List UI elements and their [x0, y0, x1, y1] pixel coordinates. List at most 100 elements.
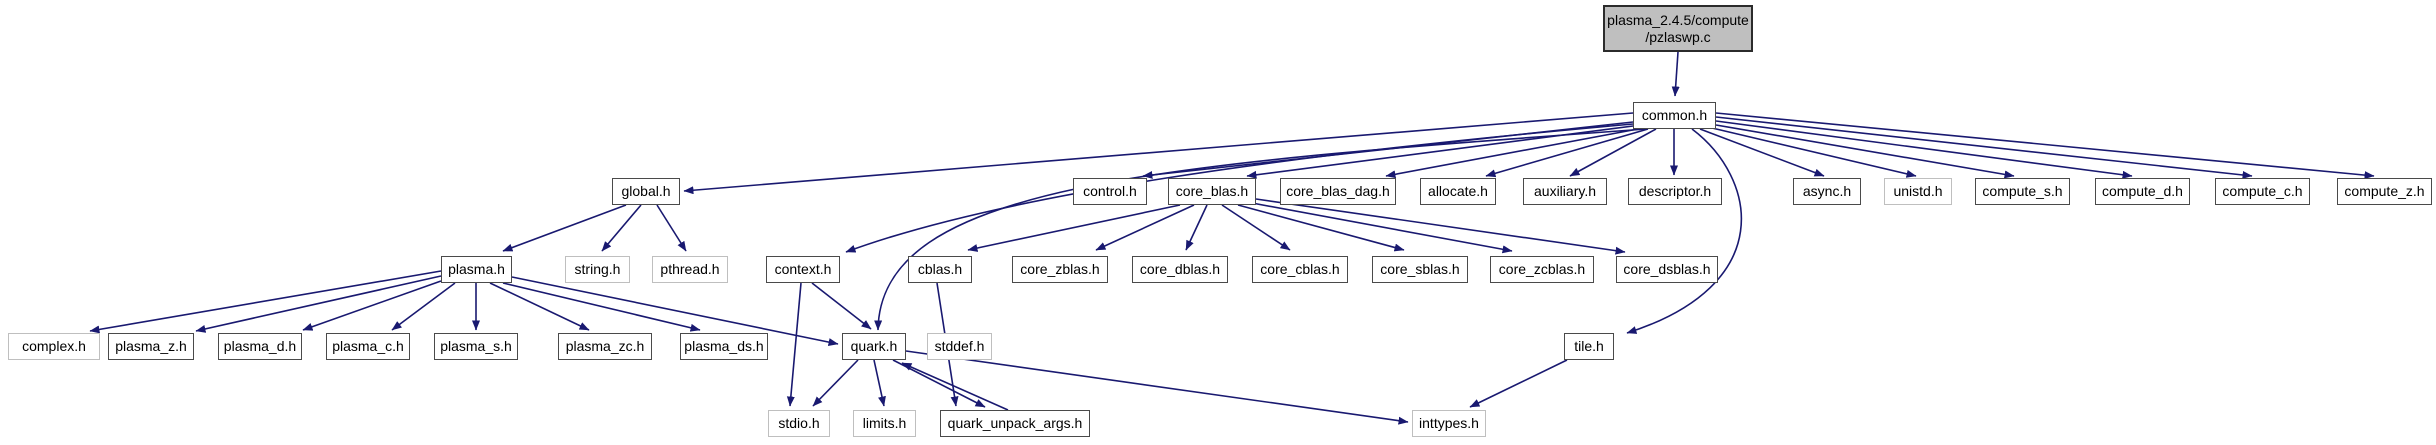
node-plasma_ds[interactable]: plasma_ds.h [680, 333, 768, 360]
edge-plasma-plasma_ds [502, 282, 701, 332]
node-control[interactable]: control.h [1073, 178, 1147, 205]
node-core_blas_dag[interactable]: core_blas_dag.h [1280, 178, 1396, 205]
node-descriptor[interactable]: descriptor.h [1628, 178, 1722, 205]
node-label: context.h [774, 261, 832, 277]
edge-core_blas-core_sblas [1237, 204, 1405, 252]
node-quark[interactable]: quark.h [842, 333, 906, 360]
node-cblas[interactable]: cblas.h [908, 256, 972, 283]
node-label: quark_unpack_args.h [947, 415, 1083, 431]
node-label: pthread.h [660, 261, 720, 277]
node-label: compute_s.h [1982, 183, 2063, 199]
node-limits[interactable]: limits.h [853, 410, 916, 437]
node-label: compute_c.h [2222, 183, 2303, 199]
node-quark_unpack_args[interactable]: quark_unpack_args.h [940, 410, 1090, 437]
edge-quark_unpack_args-quark [901, 362, 1009, 411]
edge-context-stdio [786, 282, 802, 407]
node-string[interactable]: string.h [565, 256, 630, 283]
node-inttypes[interactable]: inttypes.h [1412, 410, 1486, 437]
node-compute_c[interactable]: compute_c.h [2215, 178, 2310, 205]
node-core_dblas[interactable]: core_dblas.h [1132, 256, 1228, 283]
node-plasma_s[interactable]: plasma_s.h [434, 333, 518, 360]
node-label: complex.h [22, 338, 86, 354]
edge-common-core_blas [1246, 125, 1634, 179]
node-label: plasma_c.h [332, 338, 404, 354]
node-label: core_zblas.h [1020, 261, 1100, 277]
node-label: quark.h [850, 338, 898, 354]
edge-common-unistd [1711, 127, 1917, 178]
node-core_blas[interactable]: core_blas.h [1168, 178, 1256, 205]
node-core_dsblas[interactable]: core_dsblas.h [1616, 256, 1718, 283]
node-compute_z[interactable]: compute_z.h [2337, 178, 2432, 205]
edge-global-pthread [656, 204, 687, 252]
node-async[interactable]: async.h [1793, 178, 1861, 205]
node-core_zblas[interactable]: core_zblas.h [1012, 256, 1108, 283]
node-plasma_c[interactable]: plasma_c.h [326, 333, 410, 360]
node-core_cblas[interactable]: core_cblas.h [1252, 256, 1348, 283]
node-main: plasma_2.4.5/compute/pzlaswp.c [1603, 5, 1753, 52]
node-pthread[interactable]: pthread.h [652, 256, 728, 283]
edge-main-common [1671, 51, 1680, 97]
node-core_sblas[interactable]: core_sblas.h [1372, 256, 1468, 283]
edge-common-compute_c [1715, 116, 2253, 179]
edge-tile-inttypes [1469, 359, 1568, 408]
node-label: stddef.h [934, 338, 985, 354]
node-label: core_sblas.h [1380, 261, 1460, 277]
node-label: /pzlaswp.c [1645, 28, 1711, 45]
node-global[interactable]: global.h [612, 178, 680, 205]
node-label: core_cblas.h [1260, 261, 1340, 277]
edge-plasma-plasma_z [195, 275, 442, 333]
edge-common-allocate [1485, 128, 1649, 178]
node-label: plasma_zc.h [565, 338, 645, 354]
edge-quark-limits [873, 359, 886, 407]
node-label: plasma_z.h [115, 338, 187, 354]
edge-quark-quark_unpack_args [892, 359, 986, 408]
node-allocate[interactable]: allocate.h [1420, 178, 1496, 205]
node-label: plasma_2.4.5/compute [1607, 11, 1749, 28]
edge-common-compute_d [1715, 120, 2133, 179]
edge-common-tile [1626, 128, 1742, 334]
node-common[interactable]: common.h [1633, 102, 1716, 129]
node-plasma[interactable]: plasma.h [441, 256, 512, 283]
node-compute_s[interactable]: compute_s.h [1975, 178, 2070, 205]
edge-context-quark [811, 282, 872, 330]
node-label: limits.h [862, 415, 907, 431]
node-tile[interactable]: tile.h [1564, 333, 1614, 360]
edge-global-plasma [502, 204, 627, 252]
node-label: plasma.h [448, 261, 505, 277]
node-label: auxiliary.h [1534, 183, 1596, 199]
node-label: cblas.h [917, 261, 963, 277]
node-core_zcblas[interactable]: core_zcblas.h [1490, 256, 1594, 283]
node-label: plasma_s.h [440, 338, 512, 354]
node-stdio[interactable]: stdio.h [768, 410, 830, 437]
node-label: plasma_ds.h [684, 338, 764, 354]
node-label: plasma_d.h [223, 338, 297, 354]
node-context[interactable]: context.h [766, 256, 840, 283]
node-label: common.h [1641, 107, 1708, 123]
edge-core_blas-core_zcblas [1251, 202, 1513, 254]
node-plasma_d[interactable]: plasma_d.h [218, 333, 302, 360]
node-complex[interactable]: complex.h [8, 333, 100, 360]
node-compute_d[interactable]: compute_d.h [2095, 178, 2190, 205]
edge-common-core_blas_dag [1385, 128, 1639, 179]
node-label: core_dsblas.h [1623, 261, 1711, 277]
node-label: core_zcblas.h [1498, 261, 1586, 277]
node-plasma_z[interactable]: plasma_z.h [108, 333, 194, 360]
node-auxiliary[interactable]: auxiliary.h [1523, 178, 1607, 205]
edge-core_blas-core_cblas [1221, 204, 1291, 251]
node-plasma_zc[interactable]: plasma_zc.h [558, 333, 652, 360]
edge-core_blas-core_dblas [1185, 204, 1208, 251]
node-label: allocate.h [1428, 183, 1488, 199]
edge-common-control [1142, 121, 1634, 179]
edge-core_blas-core_zblas [1095, 204, 1195, 251]
edge-common-compute_s [1715, 124, 2015, 179]
edge-plasma-plasma_c [391, 282, 456, 331]
edge-common-async [1699, 128, 1825, 177]
edge-plasma-plasma_d [302, 280, 442, 331]
node-label: descriptor.h [1638, 183, 1712, 199]
edge-plasma-plasma_zc [489, 282, 590, 331]
edge-common-quark [874, 128, 1647, 331]
edge-common-auxiliary [1569, 128, 1657, 177]
node-stddef[interactable]: stddef.h [927, 333, 992, 360]
node-unistd[interactable]: unistd.h [1884, 178, 1952, 205]
